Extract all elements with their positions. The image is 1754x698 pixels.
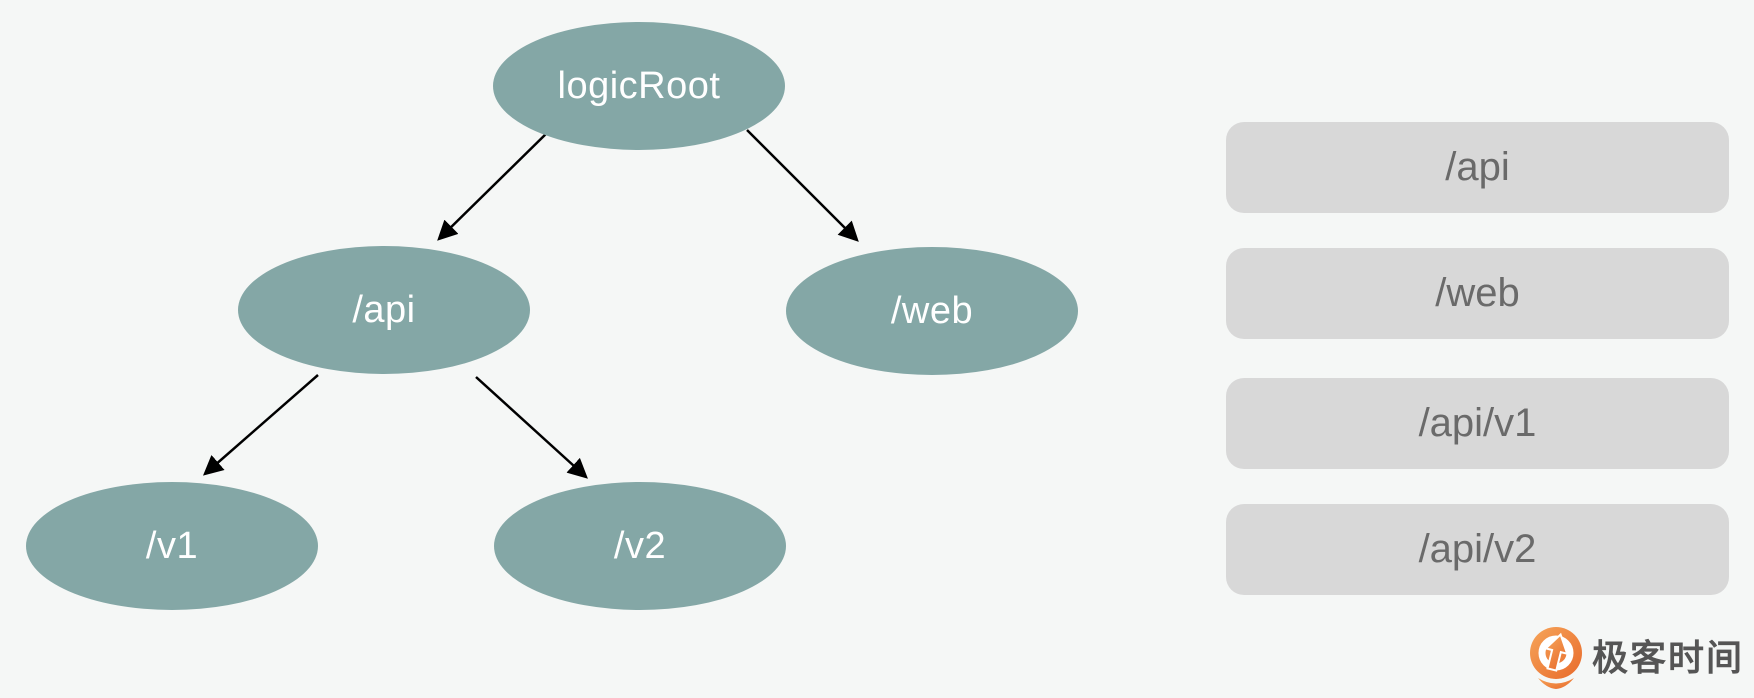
brand-watermark: 极客时间 <box>1528 626 1744 690</box>
edge-logicroot-web <box>746 129 859 242</box>
tree-node-logicroot: logicRoot <box>493 22 785 150</box>
tree-node-v2-label: /v2 <box>613 524 667 567</box>
geektime-logo-icon <box>1528 626 1584 690</box>
path-list-item-web: /web <box>1226 248 1729 339</box>
tree-node-api-label: /api <box>352 288 416 331</box>
edge-api-v2 <box>475 376 588 479</box>
path-list-item-api: /api <box>1226 122 1729 213</box>
tree-node-v1-label: /v1 <box>145 524 199 567</box>
path-list-item-api-v2-label: /api/v2 <box>1418 527 1537 571</box>
tree-node-logicroot-label: logicRoot <box>557 64 721 107</box>
tree-node-v2: /v2 <box>494 482 786 610</box>
tree-node-v1: /v1 <box>26 482 318 610</box>
path-list-item-api-label: /api <box>1445 145 1510 189</box>
tree-node-web: /web <box>786 247 1078 375</box>
brand-name-text: 极客时间 <box>1591 637 1744 678</box>
edge-logicroot-api <box>437 127 553 241</box>
path-list-item-api-v1-label: /api/v1 <box>1418 401 1537 445</box>
tree-node-api: /api <box>238 246 530 374</box>
path-list-item-api-v2: /api/v2 <box>1226 504 1729 595</box>
edge-api-v1 <box>202 374 319 476</box>
tree-node-web-label: /web <box>890 289 974 332</box>
path-list-item-web-label: /web <box>1435 271 1520 315</box>
path-list-item-api-v1: /api/v1 <box>1226 378 1729 469</box>
